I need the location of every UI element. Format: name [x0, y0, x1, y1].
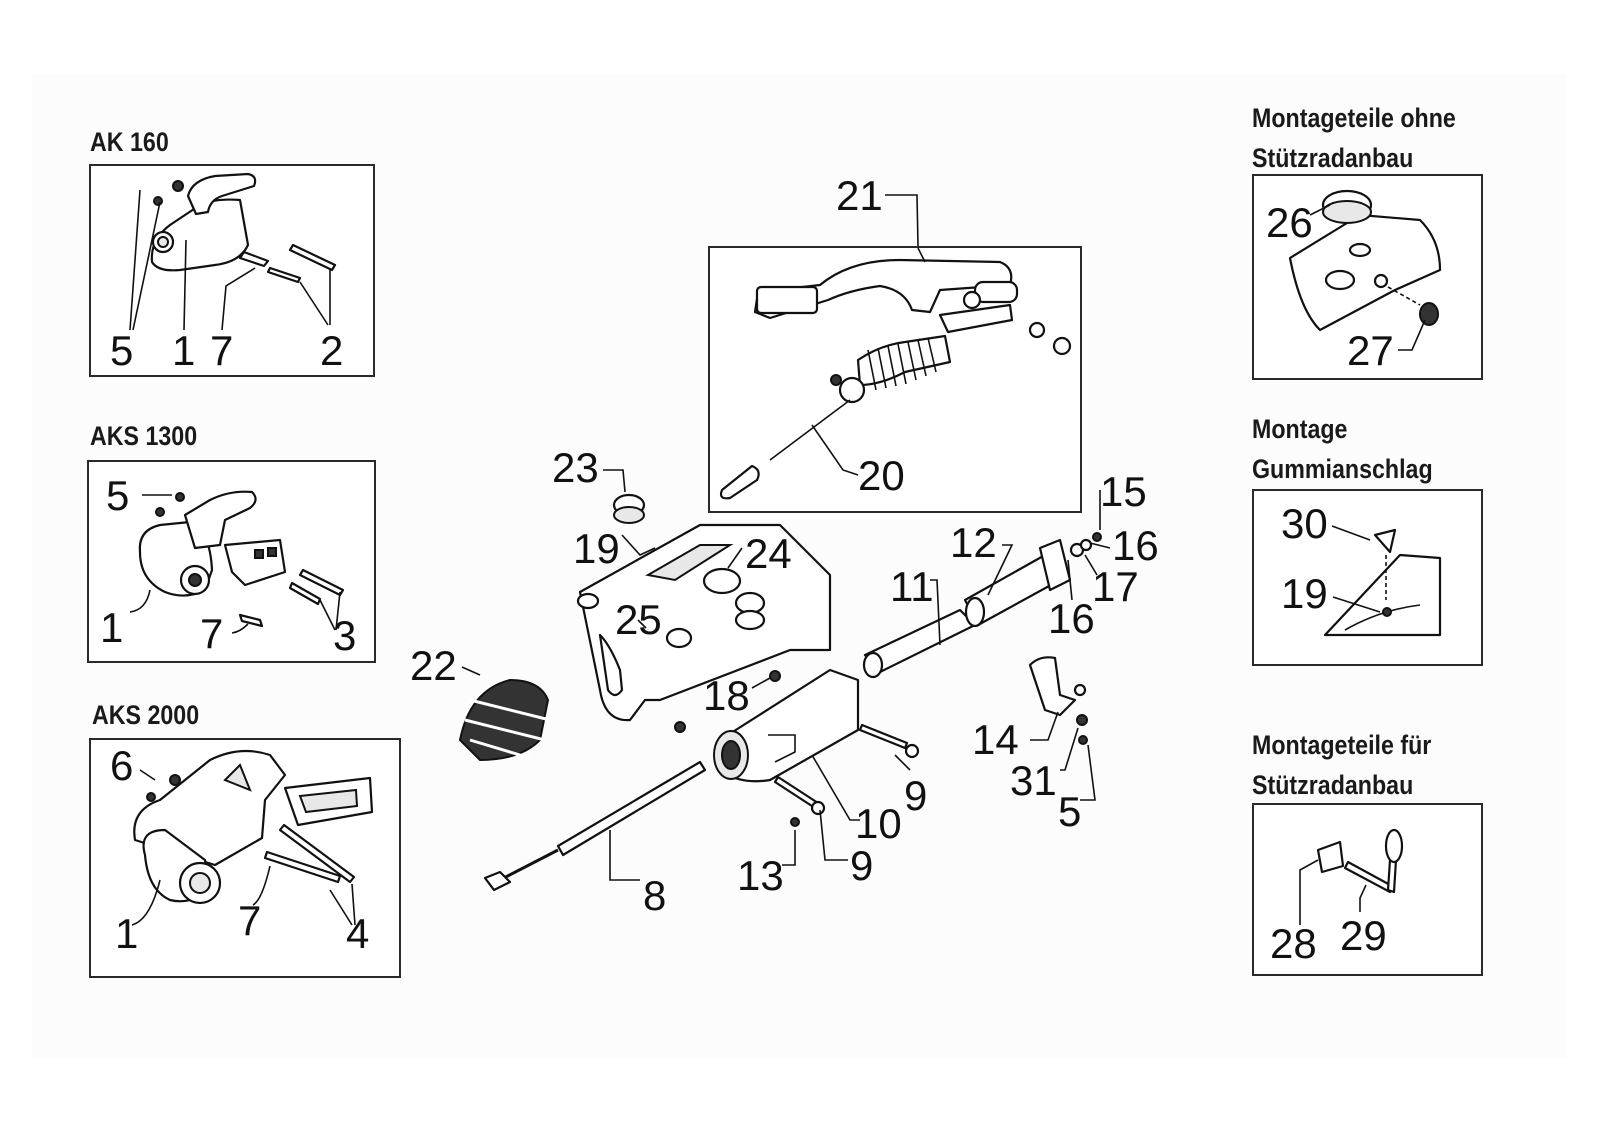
heading-montage-line2: Gummianschlag — [1252, 454, 1433, 484]
callout-2: 2 — [320, 327, 343, 374]
callout-3: 3 — [333, 612, 356, 659]
callout-12: 12 — [950, 519, 997, 566]
heading-ohne-line1: Montageteile ohne — [1252, 103, 1456, 133]
callout-19: 19 — [573, 525, 620, 572]
callout-16: 16 — [1112, 522, 1159, 569]
callout-7: 7 — [238, 897, 261, 944]
heading-fuer-line2: Stützradanbau — [1252, 770, 1414, 800]
callout-24: 24 — [745, 530, 792, 577]
handbrake-lever-drawing — [719, 194, 1072, 500]
callout-16: 16 — [1048, 595, 1095, 642]
fuer-stuetzradanbau-drawing — [1299, 828, 1404, 925]
main-leader-lines — [461, 469, 1111, 881]
heading-aks-2000: AKS 2000 — [92, 700, 200, 730]
callout-5: 5 — [106, 472, 129, 519]
callout-7: 7 — [200, 610, 223, 657]
callout-8: 8 — [643, 872, 666, 919]
callout-14: 14 — [972, 716, 1019, 763]
ak160-coupling-drawing — [129, 172, 337, 331]
callout-28: 28 — [1270, 920, 1317, 967]
callout-5: 5 — [110, 327, 133, 374]
aks2000-coupling-drawing — [131, 749, 374, 926]
montage-gummianschlag-drawing — [1323, 525, 1442, 637]
heading-aks-1300: AKS 1300 — [90, 421, 198, 451]
callout-1: 1 — [100, 604, 123, 651]
callout-9: 9 — [850, 842, 873, 889]
callouts-ak160: 5 1 7 2 — [110, 327, 343, 374]
heading-montage-line1: Montage — [1252, 414, 1348, 444]
callouts-right: 26 27 30 19 28 29 — [1266, 199, 1394, 967]
callout-22: 22 — [410, 642, 457, 689]
callout-9: 9 — [904, 772, 927, 819]
callout-17: 17 — [1092, 563, 1139, 610]
callout-1: 1 — [172, 327, 195, 374]
callout-31: 31 — [1010, 757, 1057, 804]
callout-19: 19 — [1281, 570, 1328, 617]
main-assembly-drawing — [458, 493, 1102, 892]
callouts-main: 21 20 23 19 24 25 22 18 8 13 9 10 9 11 1… — [410, 172, 1159, 919]
callout-15: 15 — [1100, 468, 1147, 515]
callout-5: 5 — [1058, 788, 1081, 835]
heading-ohne-line2: Stützradanbau — [1252, 143, 1414, 173]
callout-30: 30 — [1281, 500, 1328, 547]
callout-4: 4 — [346, 910, 369, 957]
callout-25: 25 — [615, 596, 662, 643]
ohne-stuetzradanbau-drawing — [1288, 189, 1442, 351]
box-montage-gummianschlag — [1252, 489, 1483, 666]
callout-1: 1 — [115, 910, 138, 957]
callout-18: 18 — [703, 672, 750, 719]
callout-27: 27 — [1347, 327, 1394, 374]
box-fuer-stuetzradanbau — [1252, 803, 1483, 976]
callout-23: 23 — [552, 444, 599, 491]
callout-6: 6 — [110, 742, 133, 789]
callout-21: 21 — [836, 172, 883, 219]
callout-10: 10 — [855, 800, 902, 847]
callouts-aks2000: 6 1 7 4 — [110, 742, 369, 957]
callout-29: 29 — [1340, 912, 1387, 959]
callout-11: 11 — [890, 563, 934, 610]
aks1300-coupling-drawing — [129, 490, 345, 634]
heading-fuer-line1: Montageteile für — [1252, 730, 1432, 760]
callout-20: 20 — [858, 452, 905, 499]
callout-7: 7 — [210, 327, 233, 374]
callouts-aks1300: 5 1 7 3 — [100, 472, 356, 659]
heading-ak-160: AK 160 — [90, 127, 169, 157]
callout-13: 13 — [737, 852, 784, 899]
callout-26: 26 — [1266, 199, 1313, 246]
